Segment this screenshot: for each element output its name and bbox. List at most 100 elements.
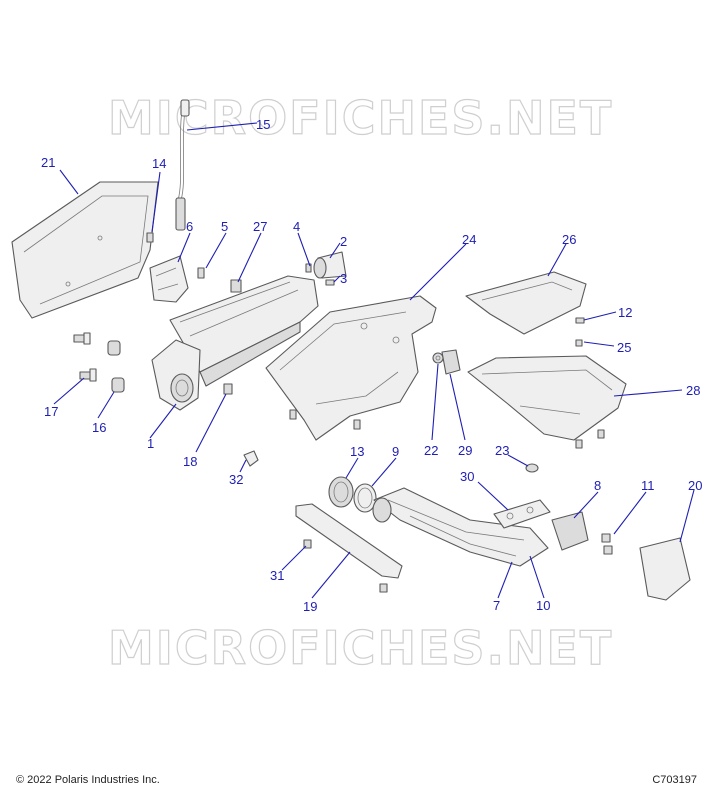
- callout-7: 7: [493, 598, 500, 613]
- heat-shield-20: [639, 537, 691, 601]
- leader-30: [477, 481, 509, 511]
- leader-27: [237, 232, 262, 283]
- callout-31: 31: [270, 568, 284, 583]
- callout-2: 2: [340, 234, 347, 249]
- leader-18: [195, 393, 227, 453]
- bolt-17: [79, 368, 97, 382]
- screw-25: [575, 339, 583, 347]
- callout-14: 14: [152, 156, 166, 171]
- callout-25: 25: [617, 340, 631, 355]
- callout-11: 11: [641, 478, 655, 493]
- leader-19: [311, 551, 351, 599]
- callout-29: 29: [458, 443, 472, 458]
- leader-5: [205, 232, 227, 269]
- callout-1: 1: [147, 436, 154, 451]
- callout-24: 24: [462, 232, 476, 247]
- heat-shield-lower: [295, 503, 403, 579]
- leader-7: [497, 561, 513, 599]
- leader-23: [507, 454, 529, 467]
- washer-22: [432, 352, 444, 364]
- callout-8: 8: [594, 478, 601, 493]
- bolt-11: [601, 533, 613, 555]
- heat-shield-right: [467, 355, 627, 441]
- muffler: [169, 275, 319, 387]
- leader-17: [53, 377, 85, 405]
- callout-5: 5: [221, 219, 228, 234]
- callout-30: 30: [460, 469, 474, 484]
- callout-18: 18: [183, 454, 197, 469]
- leader-3: [333, 275, 341, 283]
- leader-24: [409, 243, 467, 301]
- callout-13: 13: [350, 444, 364, 459]
- drawing-number: C703197: [652, 774, 697, 786]
- leader-14: [151, 171, 161, 233]
- callout-15: 15: [256, 117, 270, 132]
- gasket-30: [493, 499, 551, 529]
- callout-20: 20: [688, 478, 702, 493]
- callout-27: 27: [253, 219, 267, 234]
- leader-26: [547, 243, 567, 277]
- seal-13: [328, 476, 354, 508]
- callout-22: 22: [424, 443, 438, 458]
- callout-3: 3: [340, 271, 347, 286]
- leader-6: [177, 232, 191, 263]
- screw-5: [197, 267, 205, 279]
- callout-32: 32: [229, 472, 243, 487]
- leader-28: [613, 389, 683, 397]
- grommet-16: [111, 377, 125, 393]
- grommet-upper: [107, 340, 121, 356]
- bolt-28b: [597, 429, 605, 439]
- bracket-29: [441, 349, 461, 375]
- screw-3: [325, 279, 335, 286]
- heat-shield-main: [265, 295, 437, 441]
- clamp-32: [243, 450, 259, 467]
- flange-8: [551, 511, 589, 551]
- callout-6: 6: [186, 219, 193, 234]
- leader-31: [281, 545, 307, 571]
- leader-32: [239, 459, 247, 473]
- callout-9: 9: [392, 444, 399, 459]
- callout-17: 17: [44, 404, 58, 419]
- heat-shield-upper: [465, 271, 587, 335]
- leader-16: [97, 391, 115, 419]
- screw-4: [305, 263, 312, 273]
- oxygen-sensor: [175, 99, 190, 231]
- watermark-top: MICROFICHES.NET: [108, 91, 613, 145]
- leader-11: [613, 491, 647, 535]
- muffler-inlet: [151, 339, 201, 411]
- heat-shield-left: [11, 181, 159, 319]
- leader-2: [329, 242, 341, 259]
- leader-22: [431, 363, 439, 441]
- washer-23: [525, 463, 539, 473]
- bolt-small-b: [353, 419, 361, 430]
- clamp-ring-9: [353, 483, 377, 513]
- leader-20: [679, 489, 695, 543]
- callout-4: 4: [293, 219, 300, 234]
- callout-12: 12: [618, 305, 632, 320]
- callout-19: 19: [303, 599, 317, 614]
- leader-9: [371, 457, 397, 487]
- leader-25: [583, 341, 615, 347]
- leader-13: [345, 457, 359, 479]
- callout-26: 26: [562, 232, 576, 247]
- callout-labels: 1 2 3 4 5 6 7 8 9 10 11 12 13 14 15 16 1…: [41, 117, 702, 614]
- callout-23: 23: [495, 443, 509, 458]
- bolt-28a: [575, 439, 583, 449]
- bolt-small-a: [289, 409, 297, 420]
- leader-12: [583, 311, 617, 321]
- clip-18: [223, 383, 233, 395]
- copyright-notice: © 2022 Polaris Industries Inc.: [16, 774, 160, 786]
- leader-29: [449, 373, 466, 441]
- leader-lines: [53, 122, 695, 599]
- bolt-31: [303, 539, 312, 549]
- leader-4: [297, 232, 311, 267]
- leader-15: [186, 122, 258, 131]
- leader-10: [529, 555, 545, 599]
- watermark-bottom: MICROFICHES.NET: [108, 621, 613, 675]
- bolt-upper-left: [73, 332, 91, 345]
- screw-12: [575, 317, 585, 324]
- head-pipe: [372, 487, 549, 567]
- bolt-14: [146, 232, 154, 243]
- leader-8: [573, 491, 599, 519]
